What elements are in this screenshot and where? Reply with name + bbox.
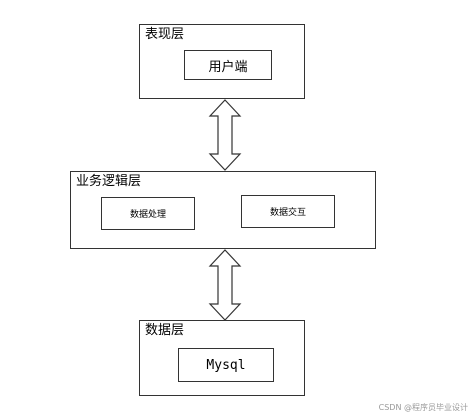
presentation-layer: 表现层 用户端 [139,24,305,99]
data-interaction-label: 数据交互 [269,208,306,218]
bidirectional-arrow-icon [208,249,242,321]
data-interaction-box: 数据交互 [241,195,335,228]
data-layer: 数据层 Mysql [139,320,305,396]
watermark: CSDN @程序员毕业设计 [378,403,468,412]
client-box: 用户端 [184,50,272,80]
bidirectional-arrow-icon [208,99,242,171]
data-layer-title: 数据层 [145,323,185,338]
client-label: 用户端 [208,59,248,75]
mysql-box: Mysql [178,348,274,382]
data-processing-label: 数据处理 [129,210,166,220]
presentation-layer-title: 表现层 [145,27,185,42]
data-processing-box: 数据处理 [101,197,195,230]
mysql-label: Mysql [206,357,246,373]
business-logic-layer-title: 业务逻辑层 [76,174,142,189]
business-logic-layer: 业务逻辑层 数据处理 数据交互 [70,171,376,249]
